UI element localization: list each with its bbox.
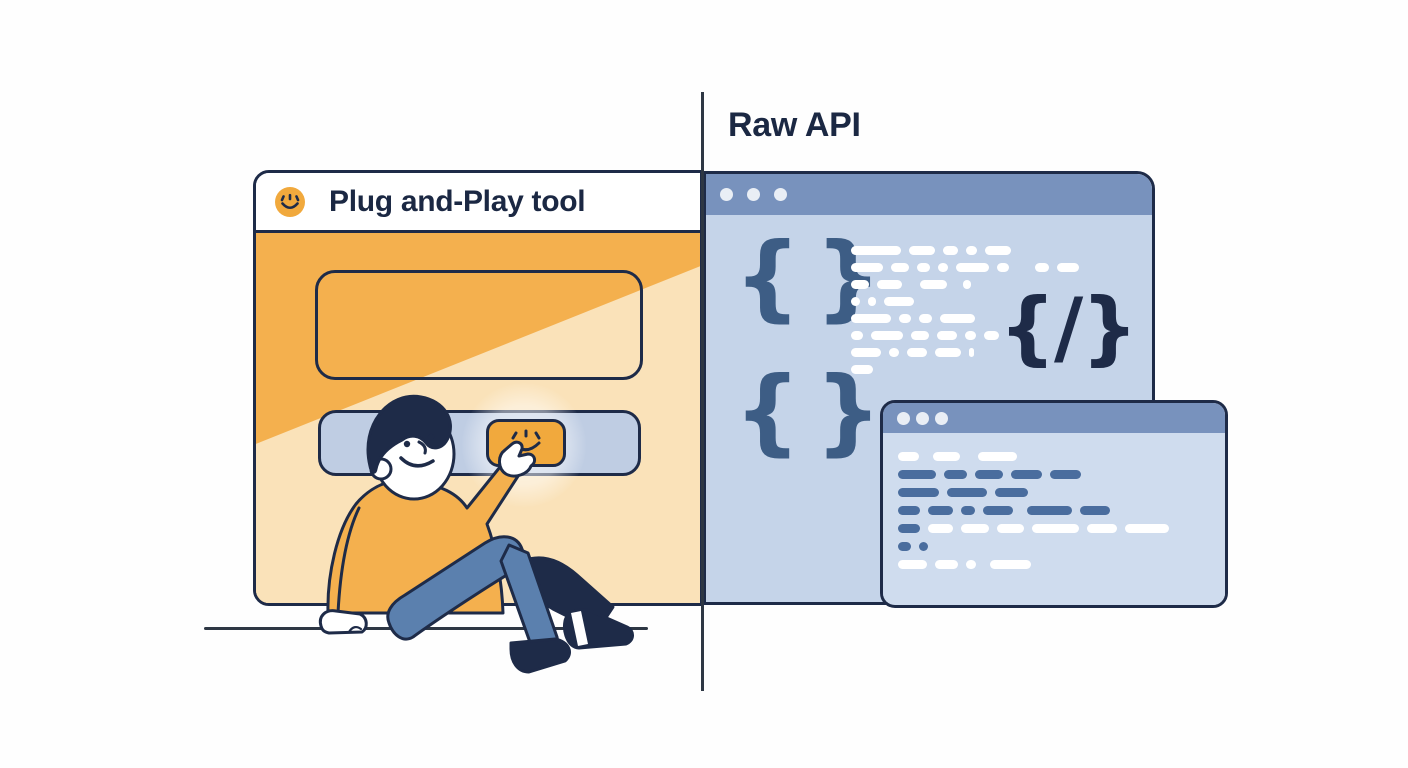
- code-tag-icon: {/}: [999, 281, 1138, 374]
- window-control-dot[interactable]: [720, 188, 733, 201]
- code-line: [898, 506, 1177, 515]
- code-line: [851, 297, 1087, 306]
- window-control-dot[interactable]: [935, 411, 948, 425]
- section-divider-line: [701, 92, 704, 691]
- code-lines: [898, 452, 1177, 578]
- window-title-bar: Plug and-Play tool: [256, 173, 700, 233]
- window-control-dot[interactable]: [774, 188, 787, 201]
- arm-contour: [336, 506, 361, 615]
- open-brace: {: [734, 223, 801, 332]
- hair: [366, 394, 452, 474]
- braces-symbol: { }: [734, 365, 882, 459]
- code-line: [898, 488, 1177, 497]
- code-line: [898, 452, 1177, 461]
- open-brace: {: [734, 357, 801, 466]
- placeholder-panel: [315, 270, 643, 380]
- code-line: [851, 348, 1087, 357]
- window-title-bar: [706, 174, 1152, 215]
- code-line: [898, 470, 1177, 479]
- code-line: [851, 246, 1087, 255]
- person-illustration: [318, 394, 634, 674]
- code-line: [898, 524, 1177, 533]
- nose: [417, 440, 427, 455]
- code-line: [898, 560, 1177, 569]
- code-line: [851, 331, 1087, 340]
- window-control-dot[interactable]: [747, 188, 760, 201]
- front-shoe: [509, 637, 571, 674]
- eye: [403, 440, 411, 448]
- window-control-dot[interactable]: [916, 411, 929, 425]
- ground-hand: [318, 609, 368, 635]
- smiley-icon: [275, 186, 305, 217]
- code-line: [851, 263, 1087, 272]
- code-line: [851, 280, 1087, 289]
- pointing-hand: [498, 440, 537, 478]
- window-title-bar: [883, 403, 1225, 433]
- sock-stripe: [571, 611, 588, 646]
- raw-api-title: Raw API: [728, 106, 861, 144]
- code-lines: [851, 246, 1087, 382]
- knuckle: [347, 625, 363, 634]
- code-line: [851, 314, 1087, 323]
- code-line: [898, 542, 1177, 551]
- nested-code-window: [880, 400, 1228, 608]
- eye: [427, 433, 435, 441]
- mouth: [399, 456, 435, 468]
- window-control-dot[interactable]: [897, 411, 910, 425]
- window-title: Plug and-Play tool: [329, 184, 586, 218]
- close-brace: }: [814, 357, 882, 466]
- code-line: [851, 365, 1087, 374]
- code-area: [883, 433, 1225, 605]
